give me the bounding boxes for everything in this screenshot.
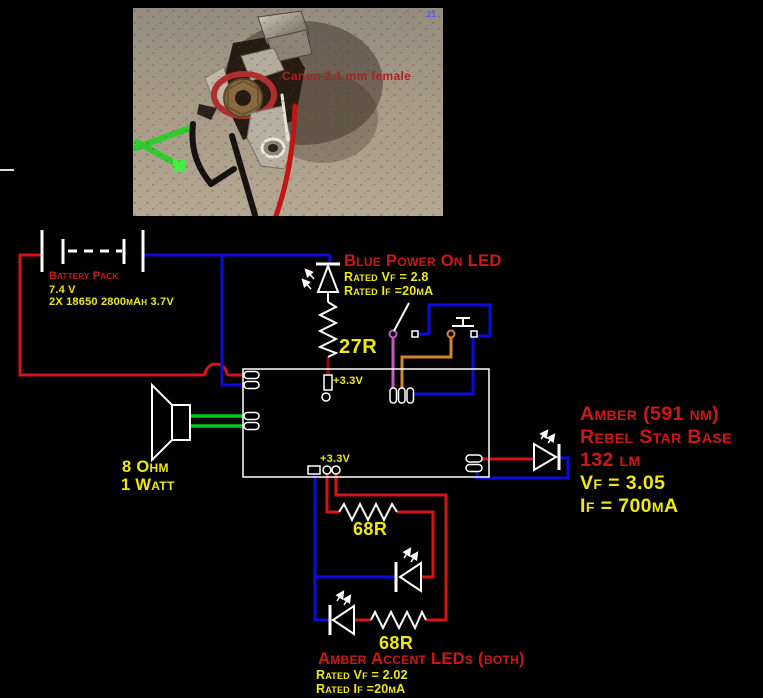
blue-led-title: Blue Power On LED [344, 252, 502, 270]
pad-rail-bottom [307, 465, 321, 475]
photo-corner-mark: 21 [427, 10, 436, 19]
via-accent-1 [322, 465, 332, 475]
accent-leds-rated-if: Rated If =20mA [316, 682, 406, 696]
accent-leds-rated-vf: Rated Vf = 2.02 [316, 668, 408, 682]
switch-symbol [388, 302, 419, 339]
wire-speaker-green [191, 414, 244, 428]
push-button-symbol [446, 317, 478, 339]
pad-speaker-1 [243, 411, 260, 421]
wire-accent-blue [313, 473, 395, 622]
pad-button-2 [406, 387, 415, 404]
battery-title: Battery Pack [49, 270, 119, 282]
connector-photo: Canon 2.1 mm female 21 [133, 8, 443, 216]
wire-button-blue [413, 303, 492, 396]
rail-bottom-label: +3.3V [320, 453, 351, 465]
blue-led-rated-vf: Rated Vf = 2.8 [344, 270, 429, 284]
resistor-27r-symbol [317, 301, 339, 358]
amber-star-line1: Amber (591 nm) [580, 403, 720, 425]
blue-power-led-symbol [301, 262, 340, 302]
amber-star-led-symbol [533, 429, 561, 472]
pad-rail-top [323, 374, 333, 391]
speaker-impedance: 8 Ohm [122, 458, 169, 476]
circuit-board-outline [242, 368, 490, 478]
pad-speaker-2 [243, 421, 260, 431]
amber-star-line2: Rebel Star Base [580, 426, 732, 448]
pad-switch [389, 387, 398, 404]
pad-star-led-1 [465, 454, 483, 463]
resistor-68r-bottom-label: 68R [379, 633, 414, 653]
resistor-68r-bottom-symbol [370, 609, 427, 631]
amber-star-line5: If = 700mA [580, 495, 679, 517]
speaker-symbol [151, 382, 191, 463]
connector-photo-art [133, 8, 443, 216]
pad-button [397, 387, 406, 404]
photo-caption: Canon 2.1 mm female [282, 69, 412, 83]
accent-leds-title: Amber Accent LEDs (both) [318, 650, 525, 668]
resistor-27r-label: 27R [339, 336, 378, 358]
photo-artifact-grid [133, 8, 443, 216]
accent-led-2-symbol [328, 590, 355, 636]
via-rail-top [321, 392, 331, 402]
rail-top-label: +3.3V [333, 375, 364, 387]
pad-power-red [243, 370, 260, 380]
speaker-power: 1 Watt [121, 476, 175, 494]
accent-led-1-symbol [394, 547, 422, 593]
battery-voltage: 7.4 V [49, 284, 76, 296]
resistor-68r-top-label: 68R [353, 519, 388, 539]
blue-led-rated-if: Rated If =20mA [344, 284, 434, 298]
pad-star-led-2 [465, 463, 483, 473]
board-pads [243, 370, 483, 475]
battery-symbol [40, 230, 145, 272]
pad-power-blue [243, 380, 260, 390]
wire-battery-blue [144, 253, 332, 387]
wire-star-led-blue [475, 456, 570, 480]
amber-star-line4: Vf = 3.05 [580, 472, 666, 494]
wire-button-orange [400, 338, 453, 389]
wire-accent-red [325, 473, 448, 622]
battery-cells: 2X 18650 2800mAh 3.7V [49, 296, 174, 308]
amber-star-line3: 132 lm [580, 449, 641, 471]
via-accent-2 [331, 465, 341, 475]
resistor-68r-top-symbol [338, 501, 398, 523]
